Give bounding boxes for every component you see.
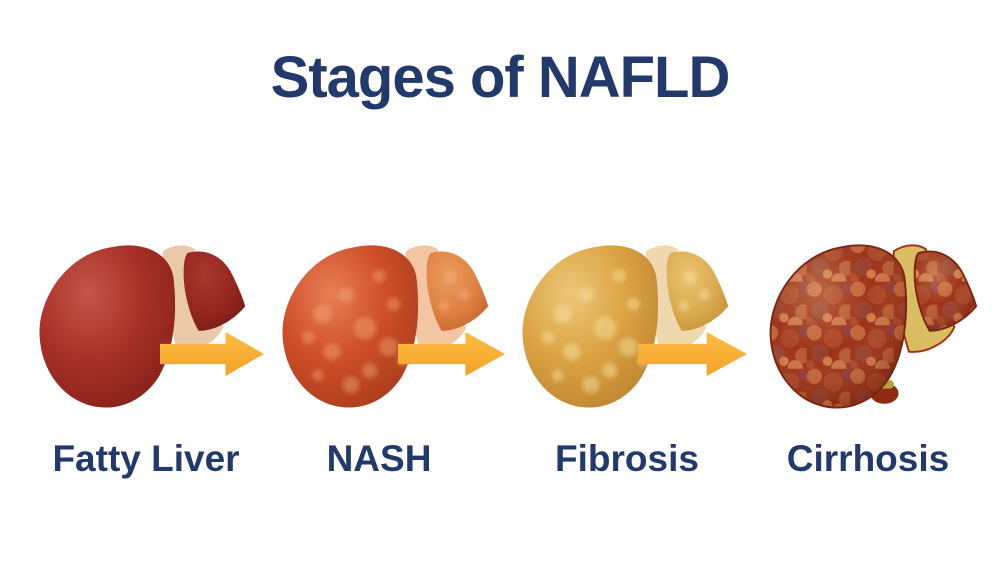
fibrosis-liver-illustration — [522, 245, 729, 408]
stage-label-fatty-liver: Fatty Liver — [52, 438, 240, 479]
stage-label-cirrhosis: Cirrhosis — [786, 438, 950, 479]
fatty-liver-illustration — [39, 245, 246, 408]
stage-label-nash: NASH — [326, 438, 432, 479]
stage-nash — [275, 238, 493, 418]
stage-cirrhosis — [763, 238, 981, 418]
stage-fibrosis — [515, 238, 733, 418]
page-title: Stages of NAFLD — [270, 45, 731, 110]
cirrhosis-liver-illustration — [769, 244, 978, 409]
nash-liver-illustration — [282, 245, 489, 408]
stage-fatty-liver — [32, 238, 250, 418]
stage-label-fibrosis: Fibrosis — [555, 438, 699, 479]
